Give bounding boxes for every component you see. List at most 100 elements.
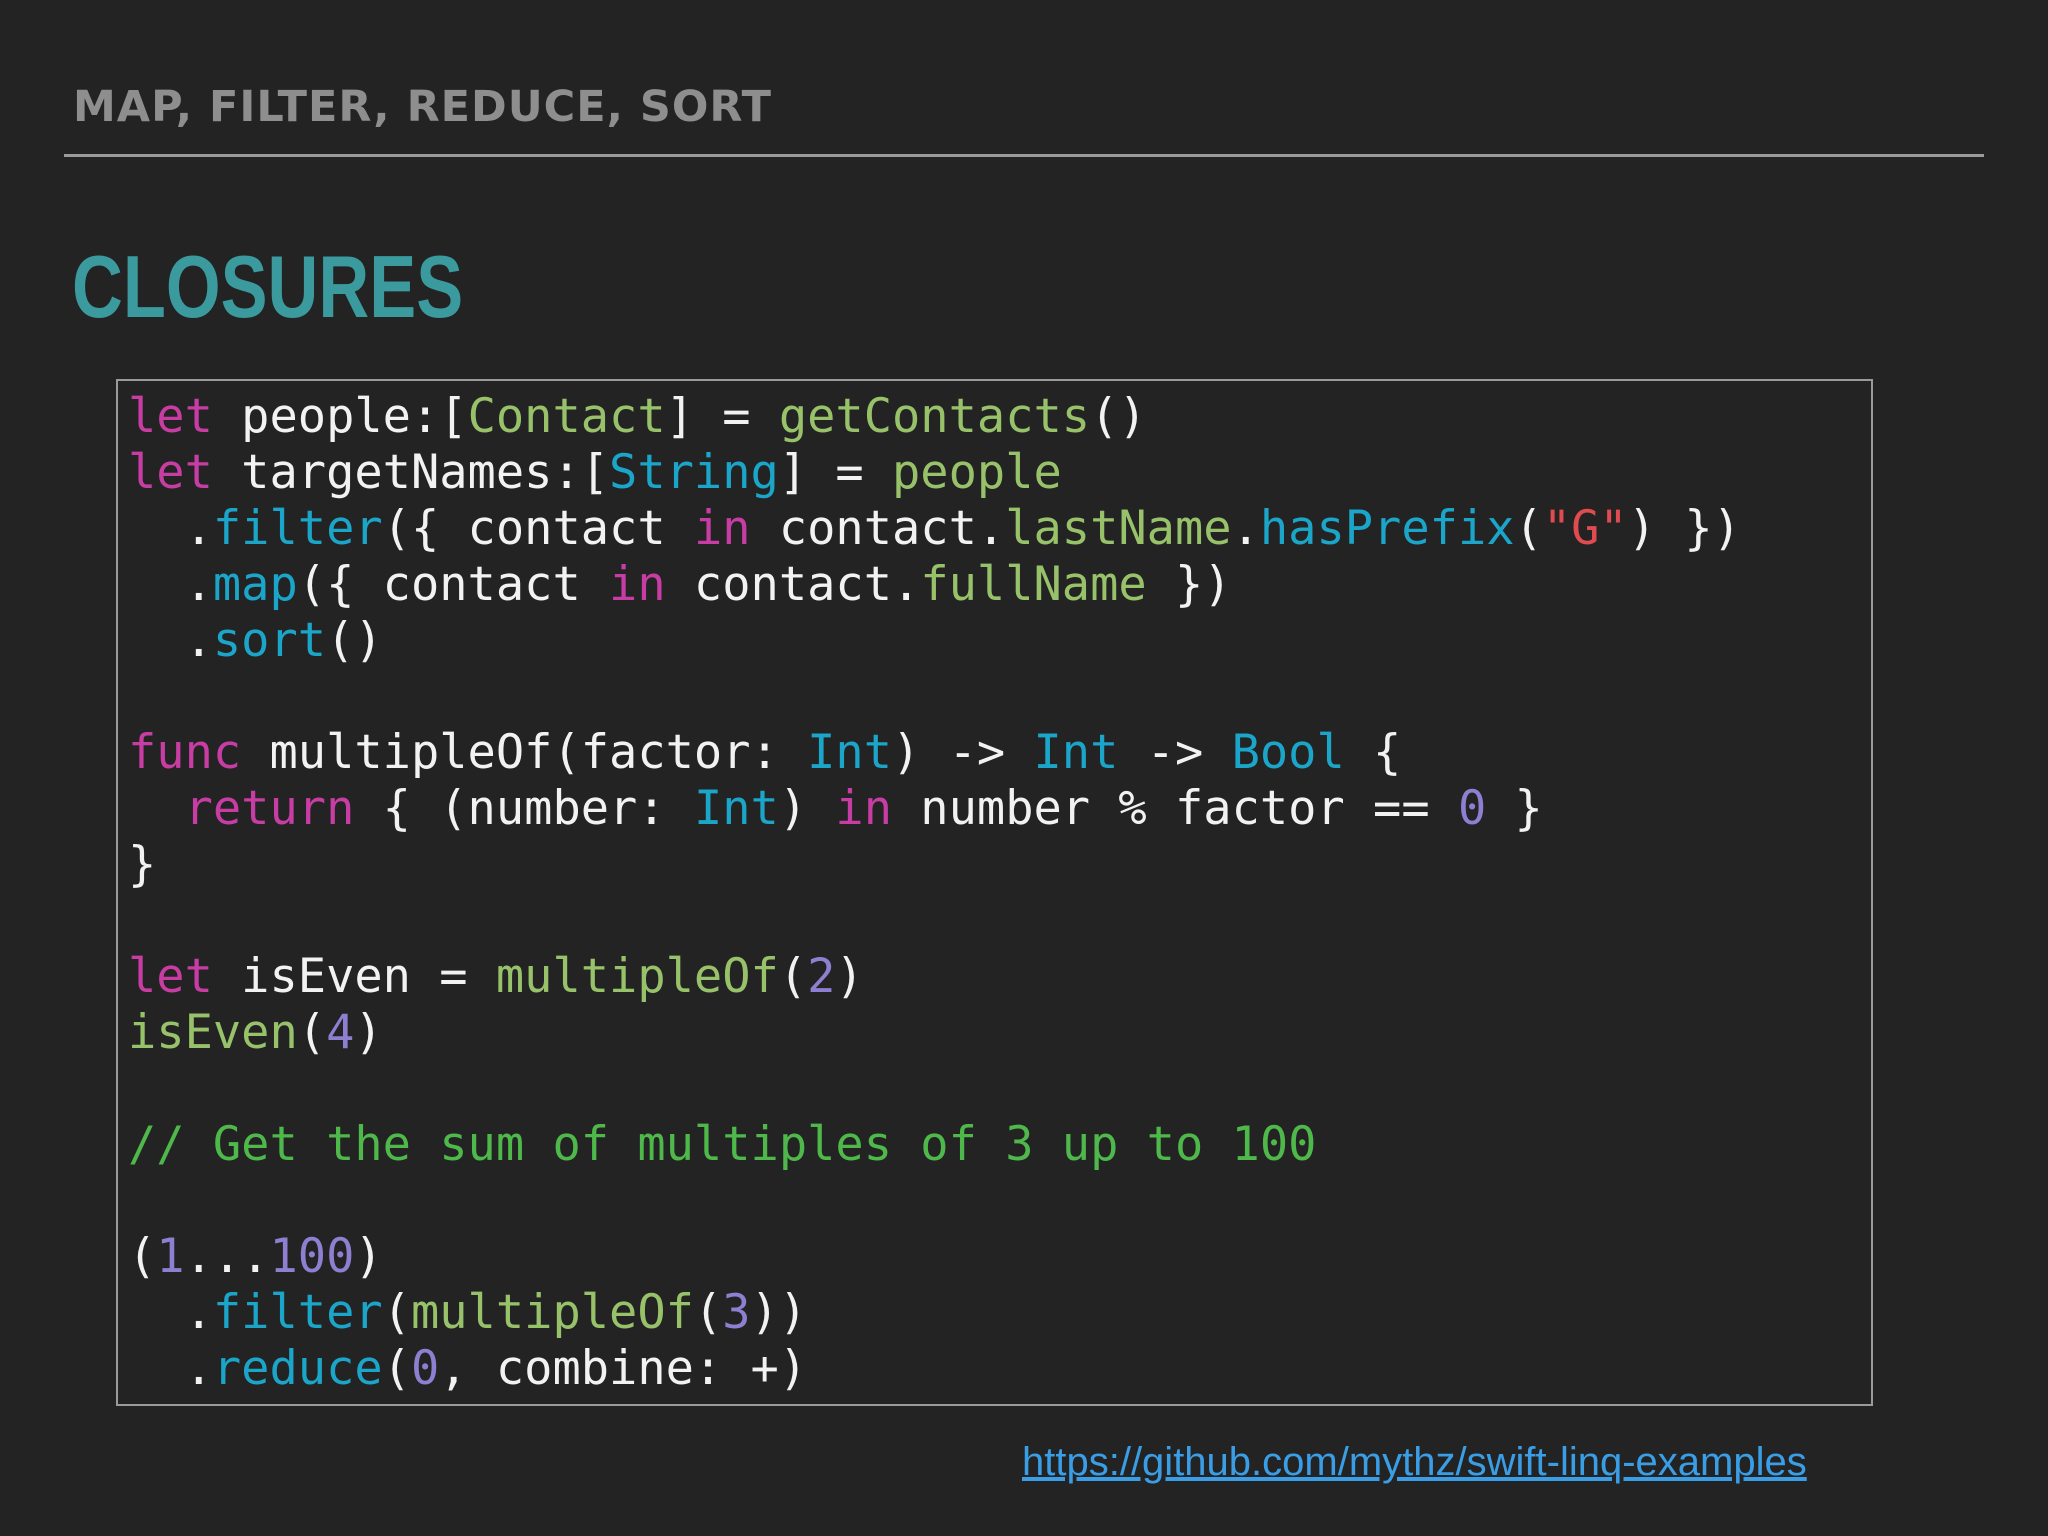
code-token: ({ contact <box>297 557 610 612</box>
code-token: Int <box>1033 725 1119 780</box>
code-token: . <box>128 1341 213 1396</box>
code-token: 100 <box>269 1229 355 1284</box>
code-token: in <box>609 557 666 612</box>
code-token: }) <box>1146 557 1232 612</box>
code-token: )) <box>750 1285 808 1340</box>
code-line: let people:[Contact] = getContacts() <box>128 389 1741 445</box>
code-token: ) <box>835 949 864 1004</box>
code-line: let isEven = multipleOf(2) <box>128 949 1741 1005</box>
code-line: .map({ contact in contact.fullName }) <box>128 557 1741 613</box>
code-token: } <box>1486 781 1543 836</box>
code-line: let targetNames:[String] = people <box>128 445 1741 501</box>
code-token: . <box>128 501 213 556</box>
code-line: .filter({ contact in contact.lastName.ha… <box>128 501 1741 557</box>
code-token: 1 <box>156 1229 185 1284</box>
code-line: } <box>128 837 1741 893</box>
code-token: { (number: <box>354 781 694 836</box>
header-divider <box>64 154 1984 157</box>
code-token: multipleOf <box>410 1285 694 1340</box>
code-token: multipleOf <box>495 949 779 1004</box>
code-token: 0 <box>410 1341 440 1396</box>
code-line: (1...100) <box>128 1229 1741 1285</box>
code-token: filter <box>212 1285 383 1340</box>
section-title: MAP, FILTER, REDUCE, SORT <box>73 82 772 132</box>
code-token: Int <box>807 725 893 780</box>
code-token: people <box>892 445 1062 500</box>
code-token: contact. <box>665 557 921 612</box>
code-token: contact. <box>750 501 1006 556</box>
code-token: sort <box>212 613 327 668</box>
code-token: getContacts <box>778 389 1091 444</box>
code-token: ) <box>354 1229 383 1284</box>
code-token: lastName <box>1005 501 1232 556</box>
code-line: .filter(multipleOf(3)) <box>128 1285 1741 1341</box>
code-line: // Get the sum of multiples of 3 up to 1… <box>128 1117 1741 1173</box>
code-token: in <box>835 781 893 836</box>
code-token: map <box>212 557 298 612</box>
code-token: "G" <box>1542 501 1628 556</box>
code-line <box>128 669 1741 725</box>
code-token: 2 <box>807 949 836 1004</box>
code-token: ( <box>128 1229 157 1284</box>
github-link[interactable]: https://github.com/mythz/swift-linq-exam… <box>1022 1440 1807 1484</box>
code-token: ( <box>382 1341 411 1396</box>
code-line: return { (number: Int) in number % facto… <box>128 781 1741 837</box>
code-token: ] = <box>778 445 893 500</box>
code-token: ( <box>297 1005 327 1060</box>
code-token: () <box>326 613 383 668</box>
code-token: let <box>128 389 213 444</box>
code-token: let <box>128 949 213 1004</box>
code-token: ) <box>354 1005 383 1060</box>
code-token: hasPrefix <box>1259 501 1515 556</box>
code-token: . <box>128 1285 213 1340</box>
code-token: Bool <box>1231 725 1345 780</box>
code-token: in <box>693 501 751 556</box>
code-token: isEven = <box>212 949 496 1004</box>
code-token: isEven <box>128 1005 298 1060</box>
code-token: // Get the sum of multiples of 3 up to 1… <box>128 1117 1317 1172</box>
code-line: func multipleOf(factor: Int) -> Int -> B… <box>128 725 1741 781</box>
code-token: ) }) <box>1627 501 1741 556</box>
code-token: Int <box>693 781 779 836</box>
code-token: 4 <box>326 1005 355 1060</box>
code-token: -> <box>1118 725 1232 780</box>
code-token: ( <box>693 1285 723 1340</box>
code-token: ] = <box>665 389 779 444</box>
code-token: 3 <box>722 1285 751 1340</box>
code-line <box>128 1061 1741 1117</box>
code-token: targetNames:[ <box>212 445 610 500</box>
code-block: let people:[Contact] = getContacts()let … <box>116 379 1873 1406</box>
code-listing: let people:[Contact] = getContacts()let … <box>128 389 1741 1397</box>
code-token: multipleOf(factor: <box>241 725 808 780</box>
code-line: isEven(4) <box>128 1005 1741 1061</box>
code-token: . <box>128 557 213 612</box>
code-token: ) -> <box>892 725 1034 780</box>
code-token: ( <box>1514 501 1543 556</box>
code-token: reduce <box>212 1341 383 1396</box>
code-token: let <box>128 445 213 500</box>
code-line: .reduce(0, combine: +) <box>128 1341 1741 1397</box>
code-token: () <box>1090 389 1147 444</box>
code-token: func <box>128 725 242 780</box>
code-token: 0 <box>1457 781 1487 836</box>
code-token: Contact <box>467 389 666 444</box>
code-token: return <box>184 781 355 836</box>
slide-heading: CLOSURES <box>72 237 464 336</box>
code-token: String <box>609 445 779 500</box>
code-token: fullName <box>920 557 1147 612</box>
code-token: ( <box>382 1285 411 1340</box>
code-token: number % factor == <box>892 781 1458 836</box>
code-token: ... <box>184 1229 270 1284</box>
code-token: } <box>128 837 157 892</box>
code-token: { <box>1344 725 1402 780</box>
code-line: .sort() <box>128 613 1741 669</box>
code-token: ({ contact <box>382 501 694 556</box>
code-token <box>128 781 185 836</box>
code-token: filter <box>212 501 383 556</box>
code-line <box>128 1173 1741 1229</box>
code-token: . <box>1231 501 1260 556</box>
code-token: people:[ <box>212 389 468 444</box>
code-token: . <box>128 613 213 668</box>
code-token: , combine: +) <box>439 1341 808 1396</box>
